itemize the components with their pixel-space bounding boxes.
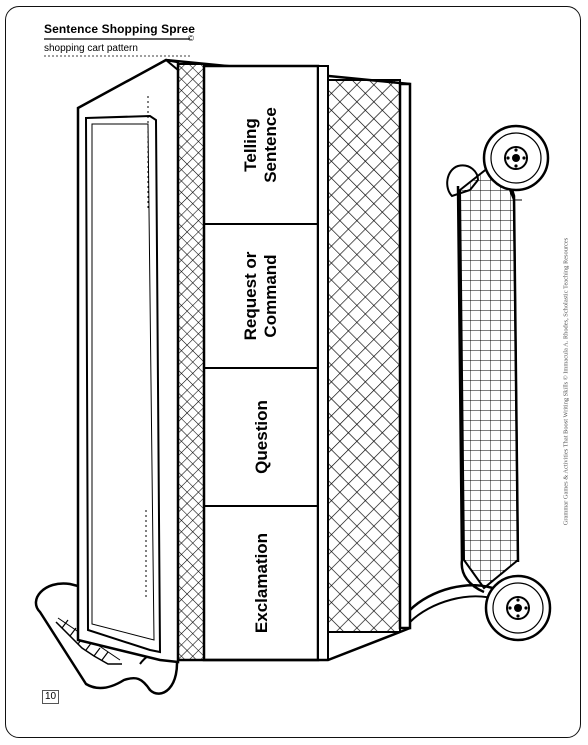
cart-handle (409, 149, 522, 623)
label-request-or-command: Request or Command (241, 251, 280, 340)
page-border (5, 6, 581, 738)
cart-mesh-strip-left (177, 63, 205, 661)
svg-text:Request or: Request or (241, 251, 260, 340)
label-question: Question (252, 400, 271, 474)
svg-text:Command: Command (261, 254, 280, 337)
page-number: 10 (42, 690, 60, 704)
svg-text:Exclamation: Exclamation (252, 533, 271, 633)
svg-text:Telling: Telling (241, 118, 260, 172)
page-subtitle: shopping cart pattern (44, 43, 138, 54)
label-exclamation: Exclamation (252, 533, 271, 633)
cart-label-column (202, 64, 320, 662)
copyright-mark: © (188, 34, 194, 43)
cart-wheel-top (482, 124, 550, 192)
cart-mesh-strip-right (327, 79, 401, 633)
cart-front-panel (76, 58, 180, 664)
label-telling-sentence: Telling Sentence (241, 107, 280, 183)
side-credit-text: Grammar Games & Activities That Boost Wr… (562, 237, 570, 526)
svg-text:Question: Question (252, 400, 271, 474)
cart-wheel-bottom (484, 574, 552, 642)
page-title: Sentence Shopping Spree (44, 22, 195, 36)
svg-text:Sentence: Sentence (261, 107, 280, 183)
